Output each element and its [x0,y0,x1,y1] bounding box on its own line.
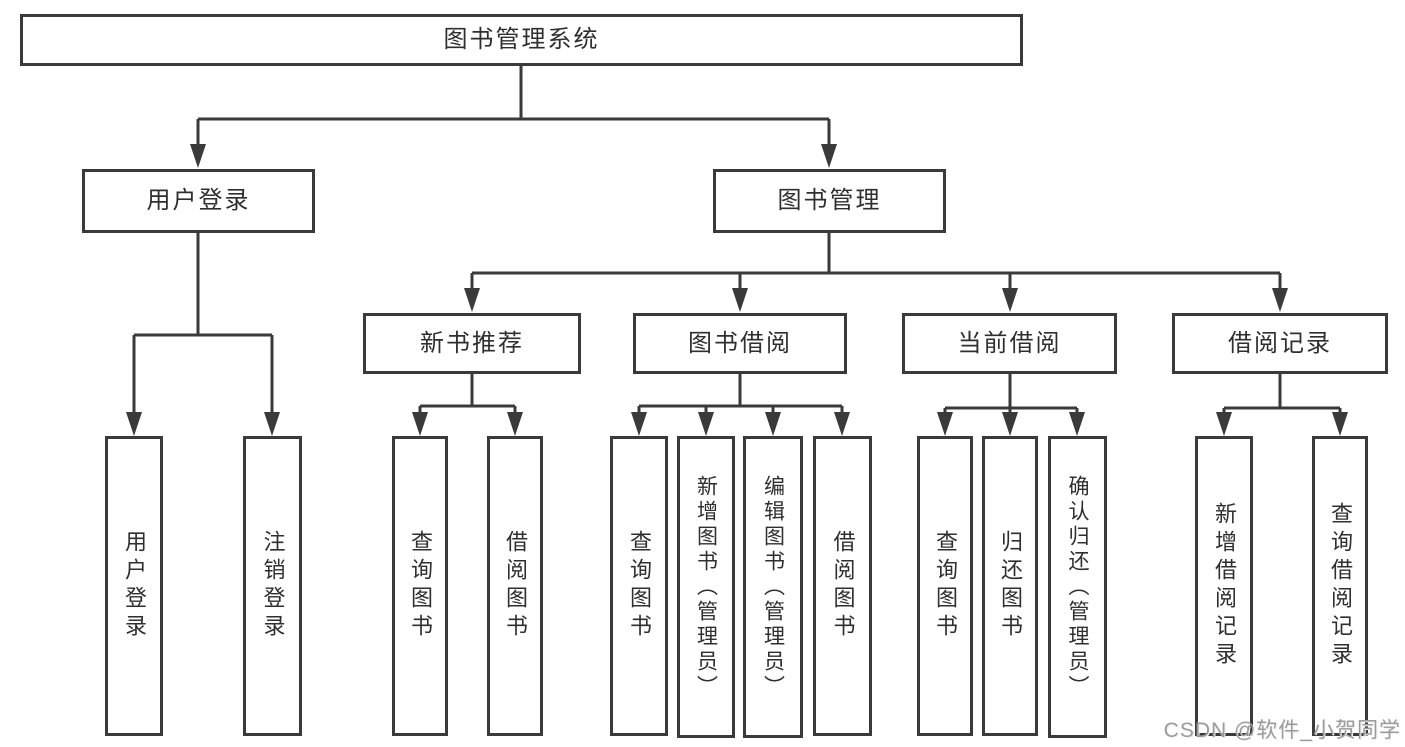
leaf-nbr-borrow-books: 借阅图书 [487,436,543,736]
leaf-logout: 注销登录 [243,436,302,736]
leaf-bb-add-books-admin: 新增图书（管理员） [677,436,735,738]
node-book-borrow: 图书借阅 [633,313,847,374]
node-borrow-records: 借阅记录 [1172,313,1388,374]
watermark-text: CSDN @软件_小贺同学 [1163,719,1401,742]
node-library-system: 图书管理系统 [20,14,1023,66]
node-book-management-label: 图书管理 [777,187,882,214]
node-book-management: 图书管理 [713,169,946,233]
leaf-cb-query-books: 查询图书 [917,436,973,736]
node-book-borrow-label: 图书借阅 [688,329,792,357]
node-current-borrow-label: 当前借阅 [957,329,1062,357]
leaf-bb-edit-books-admin: 编辑图书（管理员） [743,436,803,738]
node-library-system-label: 图书管理系统 [443,26,600,53]
node-current-borrow: 当前借阅 [902,313,1117,374]
leaf-cb-confirm-return-admin: 确认归还（管理员） [1048,436,1107,738]
node-new-book-recommend: 新书推荐 [363,313,581,374]
leaf-br-query-record: 查询借阅记录 [1312,436,1368,736]
leaf-cb-return-books: 归还图书 [982,436,1038,736]
node-user-login-label: 用户登录 [146,187,251,214]
node-borrow-records-label: 借阅记录 [1228,329,1332,357]
node-new-book-recommend-label: 新书推荐 [420,329,524,357]
leaf-nbr-query-books: 查询图书 [392,436,448,736]
leaf-bb-query-books: 查询图书 [610,436,668,736]
leaf-user-login: 用户登录 [105,436,163,736]
node-user-login: 用户登录 [82,169,315,233]
leaf-br-add-record: 新增借阅记录 [1195,436,1253,736]
leaf-bb-borrow-books: 借阅图书 [813,436,872,736]
